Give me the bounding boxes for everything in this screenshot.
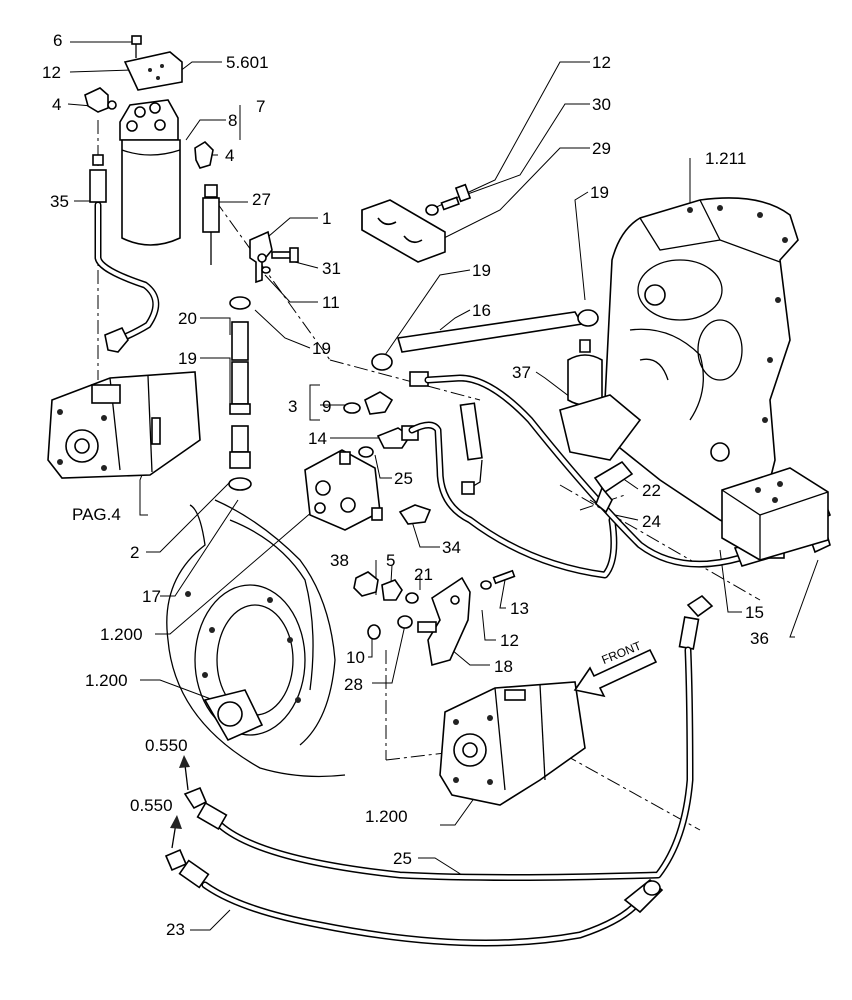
- label-0-550-a: 0.550: [145, 736, 188, 755]
- label-1-200-b: 1.200: [85, 671, 128, 690]
- reference-arrows: [170, 755, 190, 849]
- label-12-top: 12: [42, 63, 61, 82]
- label-16: 16: [472, 301, 491, 320]
- label-1-200-a: 1.200: [100, 625, 143, 644]
- label-29: 29: [592, 139, 611, 158]
- label-2: 2: [130, 543, 140, 562]
- label-30: 30: [592, 95, 611, 114]
- label-12-right: 12: [592, 53, 611, 72]
- label-6: 6: [53, 31, 63, 50]
- hose-25: [183, 594, 714, 881]
- hose-35: [89, 154, 160, 353]
- hose-23: [164, 848, 664, 947]
- label-31: 31: [322, 259, 341, 278]
- label-5: 5: [386, 551, 396, 570]
- label-7: 7: [256, 97, 266, 116]
- label-19-right: 19: [590, 183, 609, 202]
- bracket-1: [249, 230, 299, 284]
- label-36: 36: [750, 629, 769, 648]
- label-5-601: 5.601: [226, 53, 269, 72]
- label-18: 18: [494, 657, 513, 676]
- label-1-200-c: 1.200: [365, 807, 408, 826]
- label-8: 8: [228, 111, 238, 130]
- label-14: 14: [308, 429, 327, 448]
- label-4-left: 4: [52, 95, 62, 114]
- center-fittings: [343, 391, 432, 525]
- label-35: 35: [50, 192, 69, 211]
- label-17: 17: [142, 587, 161, 606]
- label-13: 13: [510, 599, 529, 618]
- vertical-fittings: [228, 296, 252, 491]
- label-27: 27: [252, 190, 271, 209]
- label-3: 3: [288, 397, 298, 416]
- pump-pag4: [47, 371, 201, 479]
- label-37: 37: [512, 363, 531, 382]
- label-28: 28: [344, 675, 363, 694]
- label-9: 9: [322, 397, 332, 416]
- valve-body: [304, 449, 383, 531]
- front-pump: [439, 648, 658, 806]
- label-1-211: 1.211: [705, 149, 747, 168]
- label-15: 15: [745, 603, 764, 622]
- label-25-hose: 25: [393, 849, 412, 868]
- filter-assembly: [84, 35, 220, 265]
- label-1: 1: [322, 209, 332, 228]
- label-0-550-b: 0.550: [130, 796, 173, 815]
- label-25-small: 25: [394, 469, 413, 488]
- center-hoses: [408, 402, 618, 579]
- label-24: 24: [642, 512, 661, 531]
- hose-16: [371, 309, 599, 371]
- label-22: 22: [642, 481, 661, 500]
- label-10: 10: [346, 648, 365, 667]
- label-4-right: 4: [225, 146, 235, 165]
- label-21: 21: [414, 565, 433, 584]
- label-23: 23: [166, 920, 185, 939]
- label-34: 34: [442, 538, 461, 557]
- label-19-hose: 19: [472, 261, 491, 280]
- label-38: 38: [330, 551, 349, 570]
- transmission-1211: [559, 197, 832, 561]
- bracket-29: [361, 183, 472, 263]
- label-pag4: PAG.4: [72, 505, 121, 524]
- label-19-left: 19: [178, 349, 197, 368]
- label-12-lower: 12: [500, 631, 519, 650]
- label-19-mid: 19: [312, 339, 331, 358]
- label-11: 11: [322, 293, 340, 312]
- housing-casting: [166, 499, 346, 778]
- label-20: 20: [178, 309, 197, 328]
- lower-fittings: [353, 569, 516, 667]
